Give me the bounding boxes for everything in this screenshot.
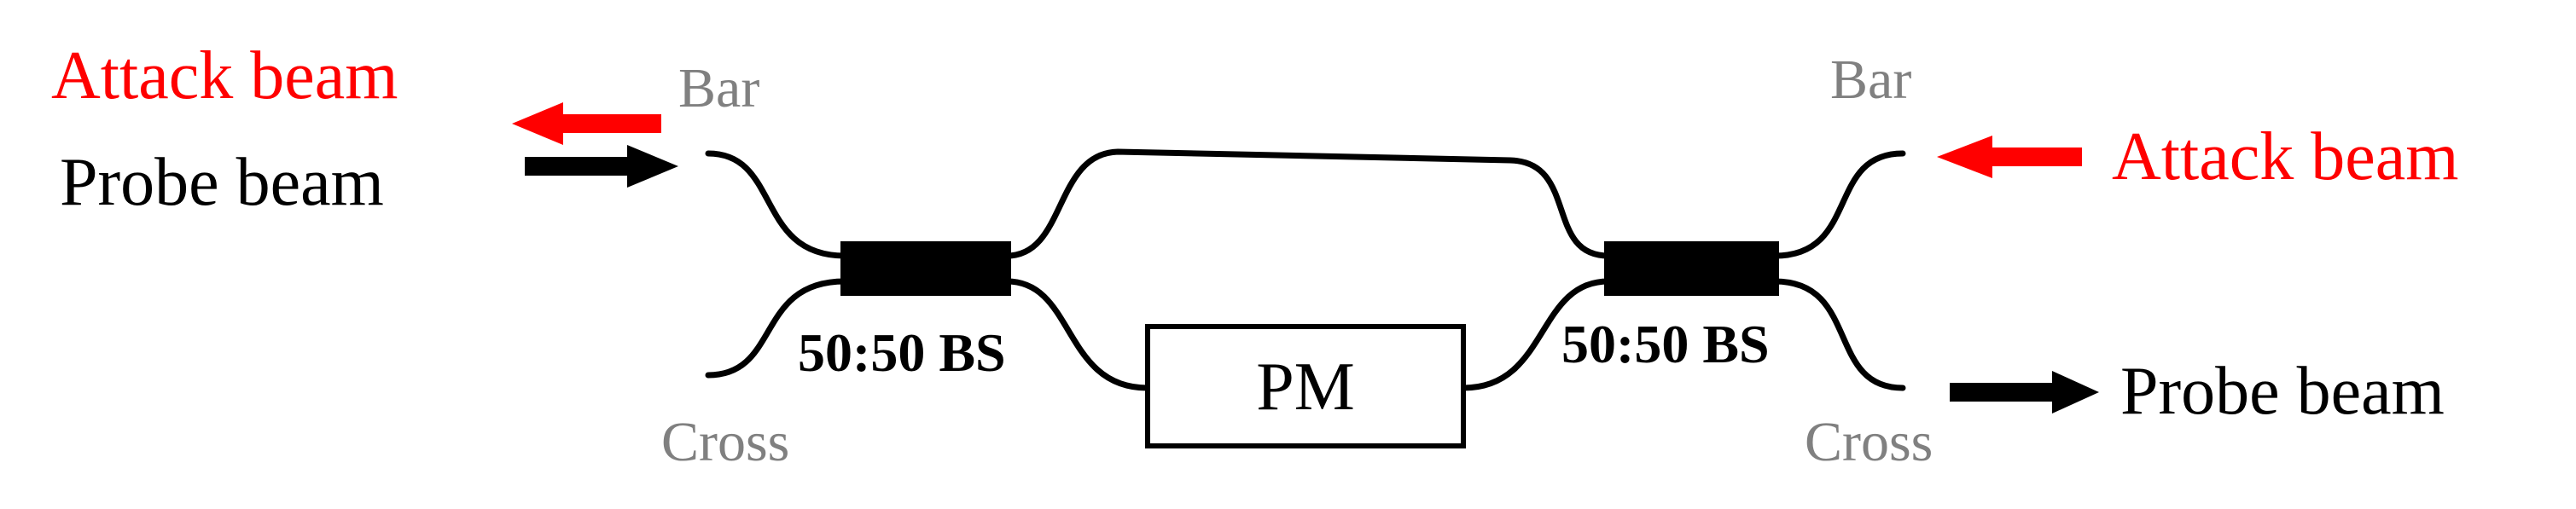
left-attack-beam-label: Attack beam: [51, 38, 398, 113]
upper-arm-fiber: [1003, 148, 1612, 259]
right-bar-fiber: [1771, 150, 1906, 259]
right-probe-arrow: [1950, 371, 2099, 414]
left-beam-splitter-label: 50:50 BS: [798, 322, 1006, 383]
right-bar-port-label: Bar: [1830, 49, 1911, 111]
left-bar-fiber: [705, 150, 848, 259]
right-attack-beam-label: Attack beam: [2112, 119, 2458, 194]
left-probe-beam-label: Probe beam: [60, 145, 384, 220]
phase-modulator-box: [1145, 324, 1466, 448]
left-probe-arrow: [525, 145, 678, 188]
right-cross-fiber: [1771, 278, 1906, 391]
lower-arm-fiber-right: [1460, 278, 1612, 391]
lower-arm-fiber-left: [1003, 278, 1151, 391]
right-probe-beam-label: Probe beam: [2120, 354, 2445, 429]
right-cross-port-label: Cross: [1805, 411, 1933, 473]
right-beam-splitter-label: 50:50 BS: [1561, 314, 1770, 374]
phase-modulator-label: PM: [1256, 350, 1355, 425]
right-beam-splitter: [1604, 241, 1779, 296]
left-cross-port-label: Cross: [661, 411, 789, 473]
left-beam-splitter: [840, 241, 1011, 296]
left-attack-arrow: [512, 102, 661, 145]
left-cross-fiber: [705, 278, 848, 379]
right-attack-arrow: [1937, 136, 2082, 178]
left-bar-port-label: Bar: [678, 57, 759, 119]
